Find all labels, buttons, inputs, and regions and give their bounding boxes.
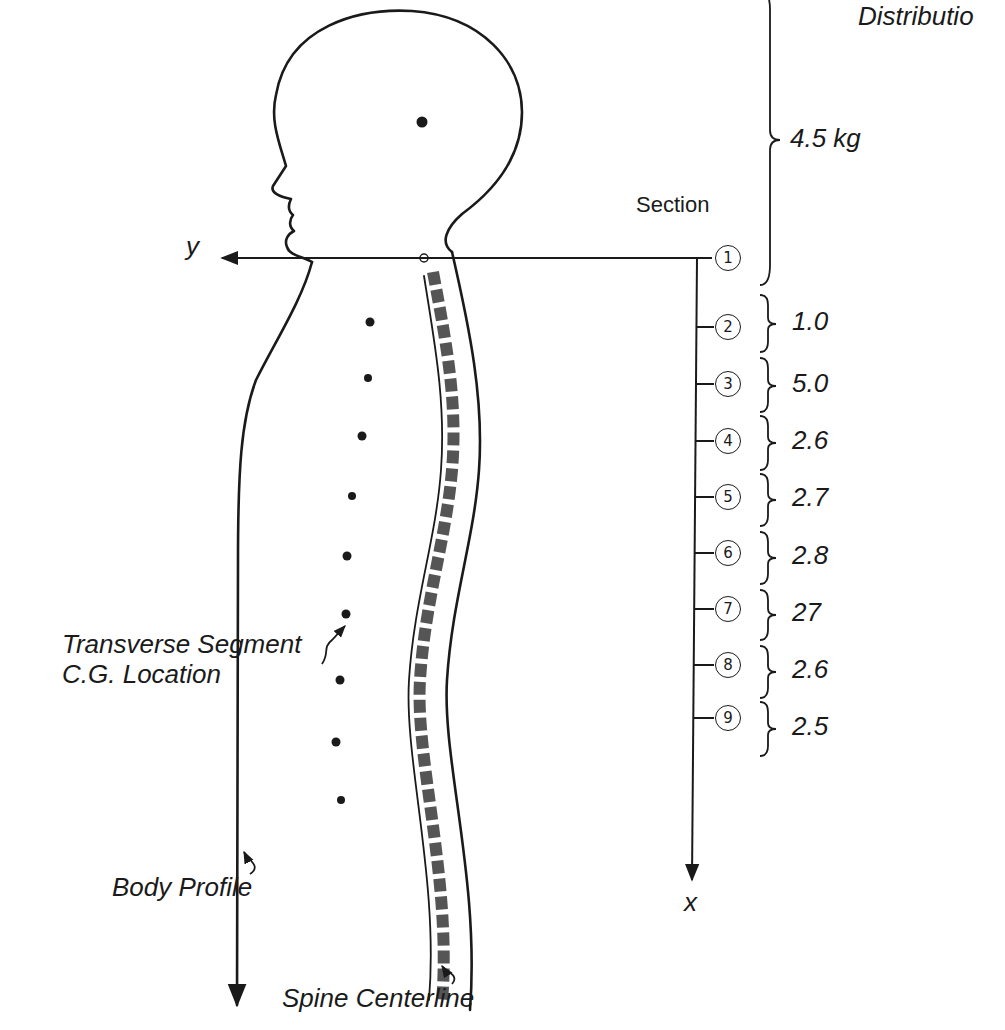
cg-dot [348,492,356,500]
mass-bracket [760,532,776,584]
axis-label: y [186,232,199,262]
mass-bracket [760,295,776,352]
section-number: 7 [723,602,733,617]
cg-dot [358,432,367,441]
mass-value: 27 [792,598,821,628]
cg-dot [336,676,345,685]
section-circle: 1 [715,245,741,271]
section-circle: 7 [715,596,741,622]
axis-label: x [684,888,697,918]
section-number: 5 [723,490,733,505]
mass-bracket [760,702,776,756]
section-number: 1 [723,251,733,266]
leader-line [442,966,454,984]
section-circle: 8 [715,652,741,678]
mass-bracket [760,646,776,698]
mass-value: 1.0 [792,307,828,337]
section-circle: 3 [715,371,741,397]
section-ticks [693,327,714,718]
section-number: 4 [723,434,733,449]
section-circle: 9 [715,705,741,731]
mass-bracket [760,358,776,412]
section-number: 8 [723,658,733,673]
cg-dots [332,117,428,805]
section-number: 6 [723,546,733,561]
mass-bracket [760,474,776,526]
mass-bracket [760,0,780,285]
section-number: 2 [723,320,733,335]
cg-dot [343,552,352,561]
callout-label: Spine Centerline [282,984,474,1014]
leader-line [322,626,345,664]
section-number: 9 [723,711,733,726]
mass-value: Distributio [858,2,974,32]
mass-value: 5.0 [792,369,828,399]
mass-value: 4.5 kg [790,124,861,154]
leader-line [244,852,255,874]
mass-value: 2.6 [792,655,828,685]
head-outline [272,11,522,262]
y-axis [222,257,712,259]
spine-vertebrae [420,272,454,1002]
cg-dot [366,318,375,327]
callout-label: Body Profile [112,873,252,903]
section-number: 3 [723,377,733,392]
mass-value: 2.8 [792,541,828,571]
cg-dot [332,738,341,747]
section-circle: 6 [715,540,741,566]
column-heading: Section [636,192,709,217]
mass-bracket [760,416,776,470]
section-circle: 2 [715,314,741,340]
cg-dot [337,796,345,804]
mass-bracket [760,590,776,640]
section-circle: 4 [715,428,741,454]
section-circle: 5 [715,484,741,510]
cg-dot [364,374,372,382]
cg-dot [342,610,351,619]
mass-value: 2.5 [792,712,828,742]
cg-dot [417,117,428,128]
callout-label: Transverse Segment C.G. Location [62,630,324,690]
mass-value: 2.7 [792,483,828,513]
mass-value: 2.6 [792,426,828,456]
x-axis [692,258,697,880]
